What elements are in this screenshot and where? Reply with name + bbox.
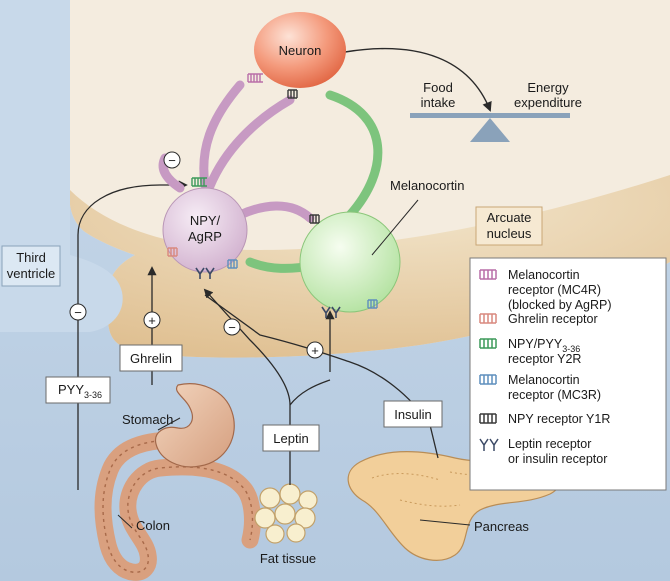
- arcuate-label-box: [475, 206, 543, 246]
- third-ventricle-label-line2: ventricle: [7, 266, 55, 281]
- legend-item-label: receptor (MC3R): [508, 388, 601, 402]
- melanocortin-y1r-receptor-icon: [309, 214, 320, 224]
- insulin-label: Insulin: [394, 407, 432, 422]
- energy-label-line2: expenditure: [514, 95, 582, 110]
- melanocortin-cell: [299, 211, 401, 313]
- serpentine-receptor-icon: [479, 313, 497, 324]
- pancreas-leader: [419, 519, 471, 526]
- melanocortin-label: Melanocortin: [390, 178, 464, 193]
- neuron-label: Neuron: [279, 43, 322, 58]
- ghrelin-box: [119, 344, 183, 372]
- plus-marker-ghrelin: +: [143, 311, 161, 329]
- colon-label: Colon: [136, 518, 170, 533]
- minus-marker-leptin: −: [223, 318, 241, 336]
- melanocortin-leader: [371, 199, 419, 256]
- balance-scale: [410, 113, 570, 142]
- legend-item-label: Melanocortin: [508, 268, 580, 282]
- insulin-box: [383, 400, 443, 428]
- leptin-join-line: [289, 379, 331, 406]
- legend-subscript: 3-36: [562, 344, 580, 354]
- colon-leader: [117, 514, 133, 529]
- plus-sign: +: [311, 343, 319, 358]
- legend-box: [469, 257, 667, 491]
- serpentine-receptor-icon: [479, 413, 497, 424]
- npy-label-line1: NPY/: [190, 213, 221, 228]
- legend-item: Ghrelin receptor: [479, 312, 598, 326]
- ghrelin-receptor-icon: [167, 247, 178, 257]
- stomach-leader: [157, 417, 181, 431]
- leptin-to-npy-arrow: [203, 288, 291, 485]
- stomach-organ: [154, 383, 235, 468]
- minus-sign: −: [228, 320, 236, 335]
- minus-sign: −: [168, 153, 176, 168]
- legend-item-label: or insulin receptor: [508, 452, 607, 466]
- pyy-label: PYY3-36: [58, 382, 102, 400]
- third-ventricle-box: [1, 245, 61, 287]
- fat-tissue-label: Fat tissue: [260, 551, 316, 566]
- y-receptor-icon: [479, 438, 499, 451]
- serpentine-receptor-icon: [479, 374, 497, 385]
- pyy-main: PYY: [58, 382, 84, 397]
- pyy-pathway-arrow: [77, 180, 188, 490]
- plus-sign: +: [148, 313, 156, 328]
- leptin-box: [262, 424, 320, 452]
- legend-item: NPY receptor Y1R: [479, 412, 610, 426]
- minus-sign: −: [74, 305, 82, 320]
- neuron-cell: [254, 12, 346, 88]
- npy-label-line2: AgRP: [188, 229, 222, 244]
- npy-agrp-cell: [162, 187, 248, 273]
- legend-item-label: (blocked by AgRP): [508, 298, 612, 312]
- legend-item-label: Ghrelin receptor: [508, 312, 598, 326]
- mc4r-receptor-icon: [247, 73, 263, 83]
- pyy-box: [45, 376, 111, 404]
- food-intake-label-line2: intake: [421, 95, 456, 110]
- leptin-receptor-icon: [195, 267, 341, 318]
- pancreas-label: Pancreas: [474, 519, 529, 534]
- stomach-label: Stomach: [122, 412, 173, 427]
- legend-item-label: receptor (MC4R): [508, 283, 601, 297]
- serpentine-receptor-icon: [479, 338, 497, 349]
- legend-item-label: NPY receptor Y1R: [508, 412, 610, 426]
- legend-item-label: NPY/PYY3-36: [508, 337, 580, 354]
- y1r-receptor-icon: [287, 89, 298, 99]
- legend-item-label: receptor Y2R: [508, 352, 581, 366]
- arcuate-label-line2: nucleus: [487, 226, 532, 241]
- legend-item-label: Melanocortin: [508, 373, 580, 387]
- minus-marker-pyy: −: [69, 303, 87, 321]
- serpentine-receptor-icon: [479, 269, 497, 280]
- energy-label-line1: Energy: [527, 80, 569, 95]
- legend-item-label: Leptin receptor: [508, 437, 591, 451]
- output-arrow: [344, 47, 492, 112]
- colon-organ: [94, 431, 261, 581]
- food-intake-label-line1: Food: [423, 80, 453, 95]
- arcuate-label-line1: Arcuate: [487, 210, 532, 225]
- minus-marker-npy: −: [163, 151, 181, 169]
- plus-marker-melanocortin: +: [306, 341, 324, 359]
- leptin-label: Leptin: [273, 431, 308, 446]
- fat-tissue-organ: [254, 483, 318, 544]
- y2r-receptor-icon: [191, 177, 207, 187]
- pyy-subscript: 3-36: [84, 390, 102, 400]
- mc3r-receptor-icon: [227, 259, 378, 309]
- third-ventricle-label-line1: Third: [16, 250, 46, 265]
- ghrelin-label: Ghrelin: [130, 351, 172, 366]
